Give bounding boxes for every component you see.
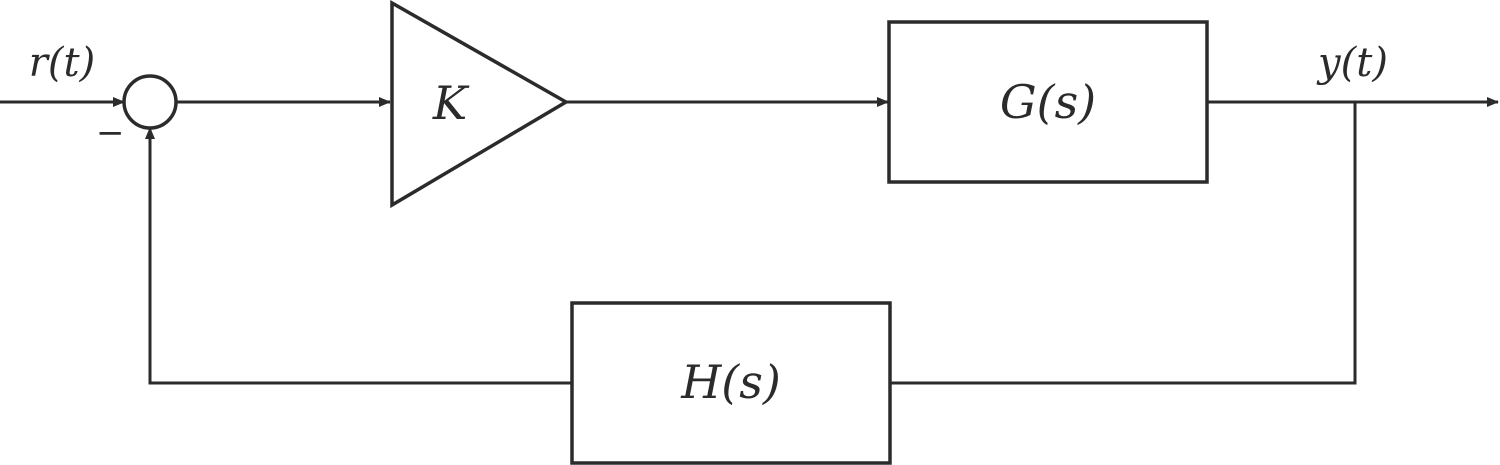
feedback-minus-sign: − bbox=[96, 113, 125, 153]
feedback-label: H(s) bbox=[680, 355, 781, 409]
gain-label: K bbox=[432, 76, 470, 130]
summing-junction bbox=[122, 74, 178, 130]
input-signal-label: r(t) bbox=[29, 40, 95, 86]
output-signal-label: y(t) bbox=[1316, 40, 1388, 86]
feedback-block bbox=[570, 301, 892, 465]
gain-block bbox=[390, 0, 570, 209]
feedback-path-to-h bbox=[890, 102, 1357, 385]
feedback-path-to-junction bbox=[145, 127, 572, 385]
plant-label: G(s) bbox=[1000, 75, 1096, 129]
plant-block bbox=[887, 20, 1209, 184]
